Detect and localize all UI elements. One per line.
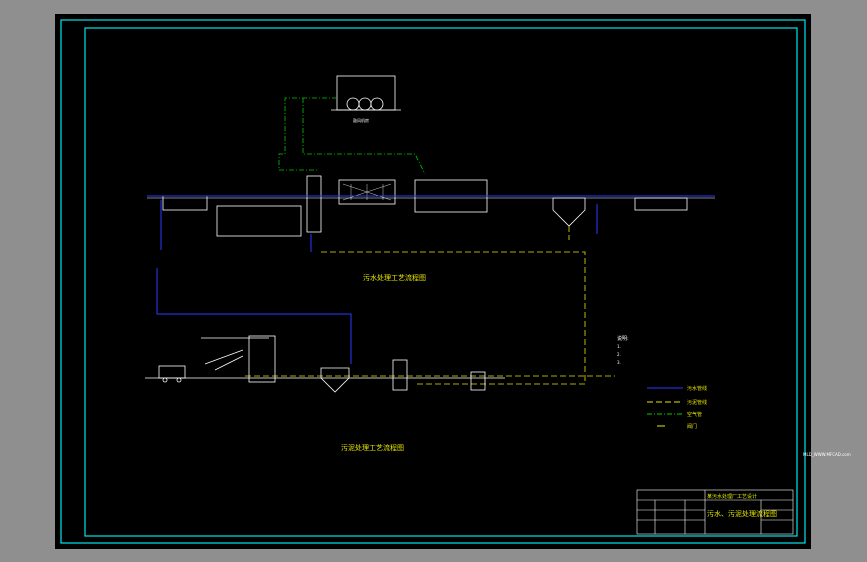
sludge-pipeline: [245, 226, 615, 385]
lower-diagram-title: 污泥处理工艺流程图: [341, 443, 404, 452]
blower-room: [331, 75, 401, 111]
watermark-text: MLD_WWW.MFCAD.com: [803, 452, 851, 457]
disinfection-tank: [634, 197, 688, 211]
clarifier: [552, 197, 586, 227]
grit-chamber: [216, 205, 302, 237]
outer-frame: [60, 19, 806, 544]
primary-lift-well: [306, 175, 322, 233]
sludge-thickener: [320, 367, 350, 393]
legend-label-sewage: 污水管线: [687, 385, 707, 392]
air-pipeline: [278, 97, 426, 175]
title-block-drawing-name: 污水、污泥处理流程图: [707, 509, 777, 518]
aeration-tank: [338, 179, 396, 205]
sludge-dewatering-house: [248, 335, 276, 383]
blower-room-label: 鼓风机房: [353, 117, 369, 123]
sludge-pump: [470, 371, 486, 391]
sludge-equipment: [145, 335, 505, 393]
upper-equipment: [162, 175, 688, 237]
inner-frame: [84, 27, 798, 537]
process-flow-diagram: 鼓风机房: [60, 19, 806, 544]
title-block-header: 某污水处理厂工艺设计: [707, 493, 757, 500]
note-3: 3.: [617, 360, 621, 365]
title-block: [636, 489, 794, 535]
legend-label-valve: 阀门: [687, 423, 697, 430]
note-2: 2.: [617, 352, 621, 357]
legend-label-sludge: 污泥管线: [687, 399, 707, 406]
note-1: 1.: [617, 344, 621, 349]
drawing-canvas: 鼓风机房: [55, 14, 811, 549]
sludge-tank: [392, 359, 408, 391]
sewage-pipeline: [147, 195, 715, 364]
aeration-hatch: [342, 183, 392, 201]
legend-lines: [647, 387, 683, 427]
truck: [158, 365, 186, 379]
upper-diagram-title: 污水处理工艺流程图: [363, 273, 426, 282]
notes-heading: 说明:: [617, 335, 629, 342]
legend-label-air: 空气管: [687, 411, 702, 418]
